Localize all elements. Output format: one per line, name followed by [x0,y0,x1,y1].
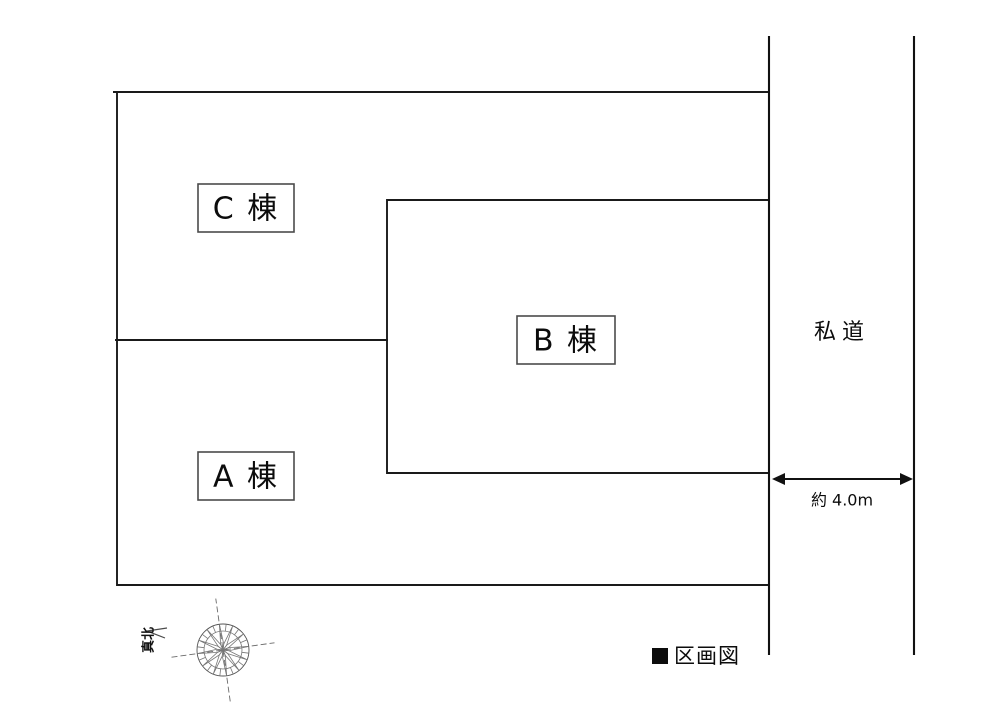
compass-ray-11 [206,629,224,652]
compass-tick-2 [240,639,248,643]
road-label: 私道 [814,320,870,345]
compass-ray-4 [221,649,248,661]
compass-tick-8 [198,657,206,661]
lot-label-text-b: B 棟 [533,324,599,359]
compass-tick-9 [197,646,205,649]
lot-label-b: B 棟 [516,315,616,365]
compass-tick-4 [237,661,245,666]
road-width-dimension: 約 4.0m [772,473,913,510]
lot-label-text-c: C 棟 [213,192,279,227]
compass-axis-ns [215,598,231,702]
lot-label-c: C 棟 [197,183,295,233]
north-pointer-arrow [144,627,168,639]
compass-tick-10 [201,634,209,639]
dimension-label: 約 4.0m [811,491,873,510]
plan-caption: 区画図 [652,644,740,668]
compass-tick-7 [207,664,212,672]
compass-inner-circle [203,630,243,670]
caption-label: 区画図 [674,644,740,668]
compass-tick-11 [212,625,216,633]
compass-tick-6 [219,668,222,676]
lot-label-a: A 棟 [197,451,295,501]
compass-tick-0 [224,624,227,632]
building-b-outline [386,199,770,474]
north-label: 真北 [141,627,157,653]
compass-tick-3 [241,651,249,654]
compass-ray-10 [198,639,225,651]
compass-outer-circle [196,623,250,677]
compass-rose: 真北 [141,598,275,702]
lot-label-group: A 棟 B 棟 C 棟 [197,183,616,501]
lot-label-text-a: A 棟 [213,460,279,495]
lot-label-box-a [197,451,295,501]
compass-tick-1 [234,628,239,636]
compass-ray-7 [212,648,224,675]
compass-axis-ew [171,642,275,658]
caption-square-marker [652,648,668,664]
dimension-arrow-head-right [900,473,913,485]
dimension-arrow-head-left [772,473,785,485]
compass-tick-5 [230,667,234,675]
site-boundary-outline [113,91,770,586]
lot-label-box-c [197,183,295,233]
lot-label-box-b [516,315,616,365]
compass-ray-1 [222,625,234,652]
